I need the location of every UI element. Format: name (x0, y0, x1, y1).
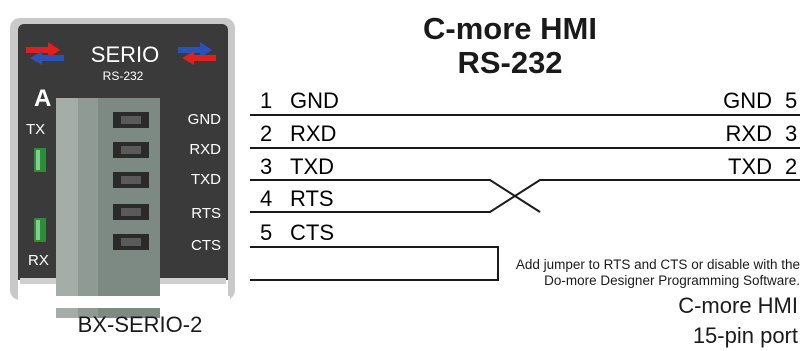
left-pin-4-label: RTS (290, 186, 334, 211)
terminal-label-rts: RTS (191, 205, 221, 222)
serio-module: SERIO RS-232 A TX RX GND RXD TXD RTS CTS… (10, 18, 235, 318)
right-pin-txd-label: TXD (728, 154, 772, 179)
module-subheader: RS-232 (103, 69, 144, 83)
port-caption-line1: C-more HMI (678, 293, 798, 318)
left-pin-5-label: CTS (290, 220, 334, 245)
wires (250, 114, 800, 281)
red-arrow-right-icon (182, 51, 216, 65)
wire-rts-cross (250, 179, 800, 213)
terminal-label-cts: CTS (191, 237, 221, 254)
jumper-note: Add jumper to RTS and CTS or disable wit… (515, 257, 800, 288)
right-pin-gnd-num: 5 (785, 88, 797, 113)
left-pin-2-num: 2 (260, 121, 272, 146)
rx-label: RX (28, 252, 49, 269)
wire-txd-cross (250, 179, 541, 213)
red-arrow-left-icon (26, 42, 60, 58)
left-pin-5-num: 5 (260, 220, 272, 245)
right-pin-rxd-label: RXD (726, 121, 772, 146)
terminal-label-gnd: GND (188, 111, 222, 128)
wire-cts-loop (250, 246, 499, 281)
right-pin-rxd-num: 3 (785, 121, 797, 146)
blue-arrow-right-icon (178, 42, 212, 58)
left-pin-3-num: 3 (260, 154, 272, 179)
module-header: SERIO (91, 42, 159, 67)
terminal-label-rxd: RXD (189, 141, 221, 158)
tx-label: TX (26, 121, 45, 138)
blue-arrow-left-icon (30, 51, 64, 65)
port-letter-a: A (34, 85, 51, 112)
port-caption: C-more HMI 15-pin port (598, 291, 798, 351)
left-pin-4-num: 4 (260, 186, 272, 211)
left-pin-1-label: GND (290, 88, 339, 113)
port-caption-line2: 15-pin port (692, 323, 798, 348)
right-pin-gnd-label: GND (723, 88, 772, 113)
terminal-label-txd: TXD (191, 171, 221, 188)
right-pin-txd-num: 2 (785, 154, 797, 179)
left-pin-3-label: TXD (290, 154, 334, 179)
module-caption: BX-SERIO-2 (77, 312, 203, 337)
left-pin-2-label: RXD (290, 121, 336, 146)
left-pin-1-num: 1 (260, 88, 272, 113)
diagram-title: C-more HMI (423, 11, 597, 46)
diagram-subtitle: RS-232 (457, 45, 563, 80)
